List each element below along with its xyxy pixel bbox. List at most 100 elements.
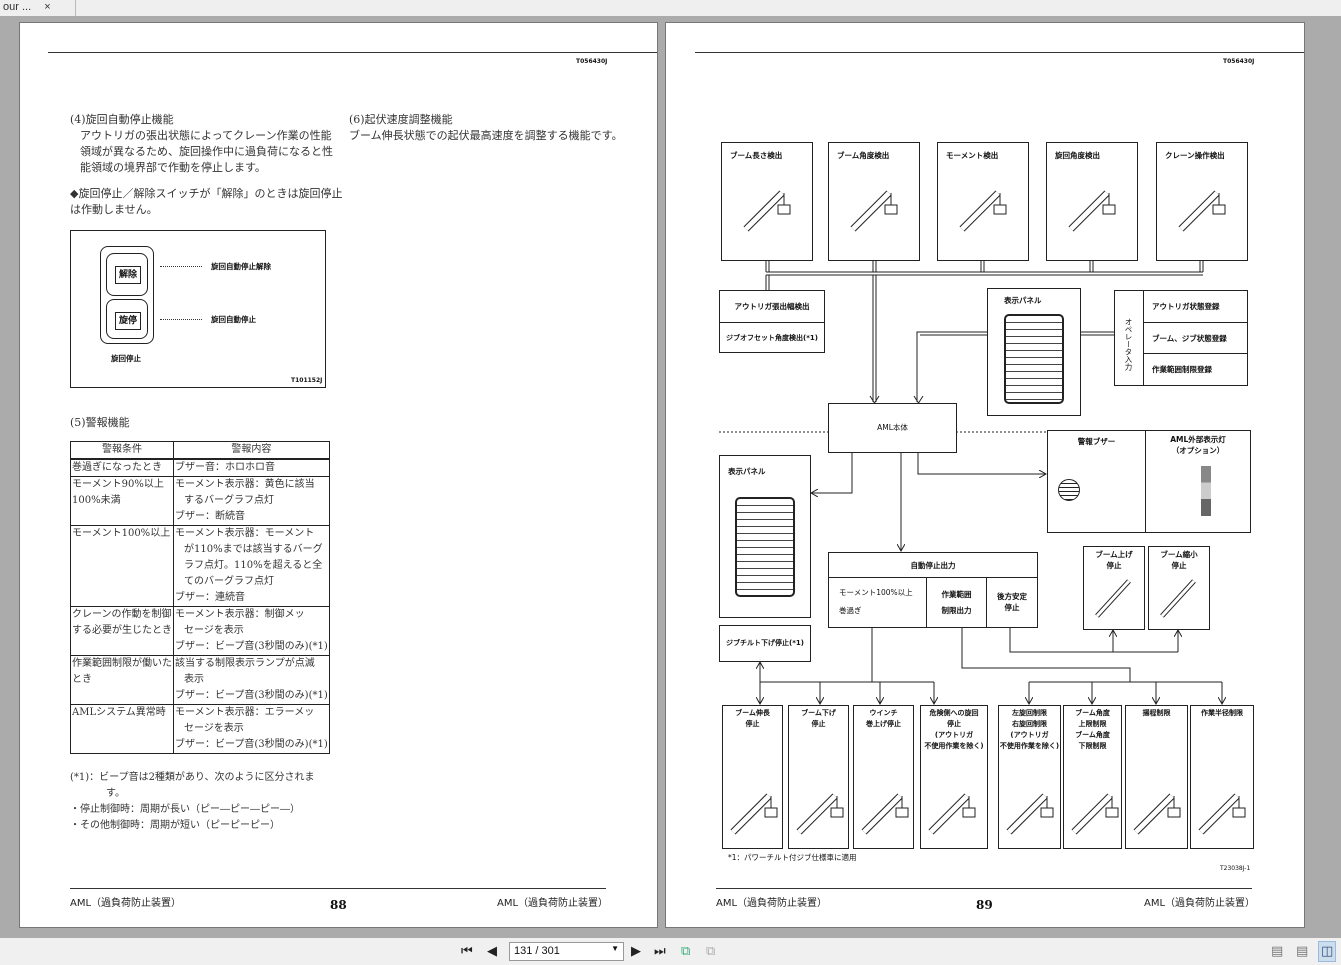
footnote: ・その他制御時：周期が短い（ピーピーピー） <box>70 820 280 831</box>
display-panel-label: 表示パネル <box>728 467 766 476</box>
chevron-down-icon[interactable]: ▼ <box>611 944 619 953</box>
crane-boom-illustration <box>1133 793 1181 835</box>
cell-line: モーメント表示器：黄色に該当 <box>175 479 315 490</box>
external-lamp-label: AML外部表示灯 <box>1170 435 1226 444</box>
sensor-box: 旋回角度検出 <box>1046 142 1138 261</box>
jib-tilt-stop-box: ジブチルト下げ停止(*1) <box>719 625 811 662</box>
sensor-box: ブーム長さ検出 <box>721 142 813 261</box>
output-label: ブーム角度 <box>1075 731 1110 739</box>
column-header: 警報内容 <box>173 441 330 460</box>
sec4-note: は作動しません。 <box>70 203 158 216</box>
footer-title: AML（過負荷防止装置） <box>497 898 609 909</box>
cell-line: ブザー：ビープ音(3秒間のみ)(*1) <box>175 641 328 652</box>
operator-item: ブーム、ジブ状態登録 <box>1144 323 1247 354</box>
last-page-icon[interactable]: ⏭ <box>654 944 666 959</box>
table-row: 巻過ぎになったときブザー音：ホロホロ音 <box>70 458 330 477</box>
previous-page-icon[interactable]: ◀ <box>487 944 497 959</box>
cell-line: セージを表示 <box>184 723 244 734</box>
header-rule <box>695 52 1304 53</box>
output-label: ブーム伸長 <box>735 709 770 717</box>
alarm-buzzer: 警報ブザー <box>1048 431 1146 532</box>
cell-line: ブザー：ビープ音(3秒間のみ)(*1) <box>175 690 328 701</box>
next-page-icon[interactable]: ▶ <box>631 944 641 959</box>
rotate-forward-icon[interactable]: ⧉ <box>706 944 716 959</box>
content-cell: モーメント表示器：制御メッセージを表示ブザー：ビープ音(3秒間のみ)(*1) <box>173 606 330 656</box>
cell-line: モーメント表示器：制御メッ <box>175 609 305 620</box>
sensor-label: ブーム角度検出 <box>837 151 890 160</box>
auto-stop-title: 自動停止出力 <box>829 553 1037 578</box>
stop-button-label: 旋停 <box>115 312 141 330</box>
display-panel-image <box>1004 314 1064 404</box>
jib-offset-label: ジブオフセット角度検出(*1) <box>726 334 818 342</box>
page-indicator: 131 / 301 <box>514 945 560 957</box>
output-label: ウインチ <box>869 709 898 717</box>
swing-stop-switch <box>100 246 154 344</box>
cell-line: モーメント100%以上 <box>72 528 171 539</box>
display-panel-box-2: 表示パネル <box>719 455 811 618</box>
cell-line: モーメント表示器：モーメント <box>175 528 315 539</box>
cell-line: AMLシステム異常時 <box>72 707 166 718</box>
output-label: (アウトリガ <box>934 731 974 739</box>
footnote: ・停止制御時：周期が長い（ピー―ピー―ピー―） <box>70 804 300 815</box>
crane-boom-illustration <box>861 793 909 835</box>
condition-cell: AMLシステム異常時 <box>70 704 174 754</box>
leader-line <box>160 319 202 320</box>
external-lamp-option: （オプション） <box>1171 446 1225 455</box>
crane-boom-illustration <box>1068 190 1116 232</box>
operator-input-box: オペレータ入力 アウトリガ状態登録 ブーム、ジブ状態登録 作業範囲制限登録 <box>1114 290 1248 386</box>
swing-stop-figure <box>70 230 326 388</box>
sensor-label: 旋回角度検出 <box>1055 151 1100 160</box>
page-selector[interactable]: 131 / 301 ▼ <box>509 942 624 961</box>
sec4-note: ◆旋回停止／解除スイッチが「解除」のときは旋回停止 <box>70 187 343 200</box>
page-number: 89 <box>976 898 993 912</box>
output-label: 停止 <box>811 720 826 728</box>
range-item: 作業範囲 <box>941 590 972 599</box>
crane-boom-illustration <box>850 190 898 232</box>
first-page-icon[interactable]: ⏮ <box>461 944 473 959</box>
crane-boom-illustration <box>796 793 844 835</box>
box-label: 停止 <box>1106 561 1122 570</box>
box-label: ブーム縮小 <box>1160 550 1198 559</box>
condition-cell: 作業範囲制限が働いたとき <box>70 655 174 705</box>
cell-line: 表示 <box>184 674 204 685</box>
content-cell: モーメント表示器：エラーメッセージを表示ブザー：ビープ音(3秒間のみ)(*1) <box>173 704 330 754</box>
output-label: 停止 <box>745 720 760 728</box>
stop-output-box: 危険側への旋回停止(アウトリガ不使用作業を除く) <box>920 705 988 849</box>
output-label: 停止 <box>947 720 961 728</box>
single-page-view-icon[interactable]: ▤ <box>1271 944 1284 959</box>
cell-line: 作業範囲制限が働いた <box>72 658 172 669</box>
doc-code: T056430J <box>576 58 608 65</box>
operator-item: アウトリガ状態登録 <box>1144 291 1247 323</box>
viewer-toolbar: ⏮ ◀ 131 / 301 ▼ ▶ ⏭ ⧉ ⧉ ▤ ▤ ◫ <box>0 938 1341 965</box>
cell-line: ブザー：断続音 <box>175 511 245 522</box>
display-panel-image <box>735 497 795 597</box>
continuous-view-icon[interactable]: ▤ <box>1296 944 1309 959</box>
sensor-box: モーメント検出 <box>937 142 1029 261</box>
table-row: モーメント100%以上モーメント表示器：モーメントが110%までは該当するバーグ… <box>70 525 330 607</box>
sensor-label: モーメント検出 <box>946 151 999 160</box>
lamp-icon <box>1201 466 1211 516</box>
alarm-buzzer-label: 警報ブザー <box>1077 437 1116 446</box>
stop-button <box>106 299 148 339</box>
close-tab-icon[interactable]: × <box>44 1 51 13</box>
cell-line: てのバーグラフ点灯 <box>184 576 274 587</box>
two-page-view-icon[interactable]: ◫ <box>1318 941 1337 962</box>
buzzer-icon <box>1058 479 1080 501</box>
auto-stop-output-box: 自動停止出力 モーメント100%以上 巻過ぎ 作業範囲 制限出力 後方安定 停止 <box>828 552 1038 628</box>
crane-boom-illustration <box>743 190 791 232</box>
stop-output-box: 作業半径制限 <box>1190 705 1254 849</box>
rotate-back-icon[interactable]: ⧉ <box>681 944 691 959</box>
output-label: ブーム角度 <box>1075 709 1110 717</box>
outrigger-detect-box: アウトリガ張出幅検出 ジブオフセット角度検出(*1) <box>719 290 825 353</box>
sec4-title: (4)旋回自動停止機能 <box>70 113 174 126</box>
external-lamp: AML外部表示灯 （オプション） <box>1146 431 1250 516</box>
content-cell: モーメント表示器：黄色に該当するバーグラフ点灯ブザー：断続音 <box>173 476 330 526</box>
sec4-line: 能領域の境界部で作動を停止します。 <box>80 161 266 174</box>
footer-title: AML（過負荷防止装置） <box>716 898 828 909</box>
document-tab[interactable]: our ... × <box>0 0 76 16</box>
stop-output-box: ブーム角度上限制限ブーム角度下限制限 <box>1063 705 1122 849</box>
output-label: 不使用作業を除く) <box>924 742 984 750</box>
